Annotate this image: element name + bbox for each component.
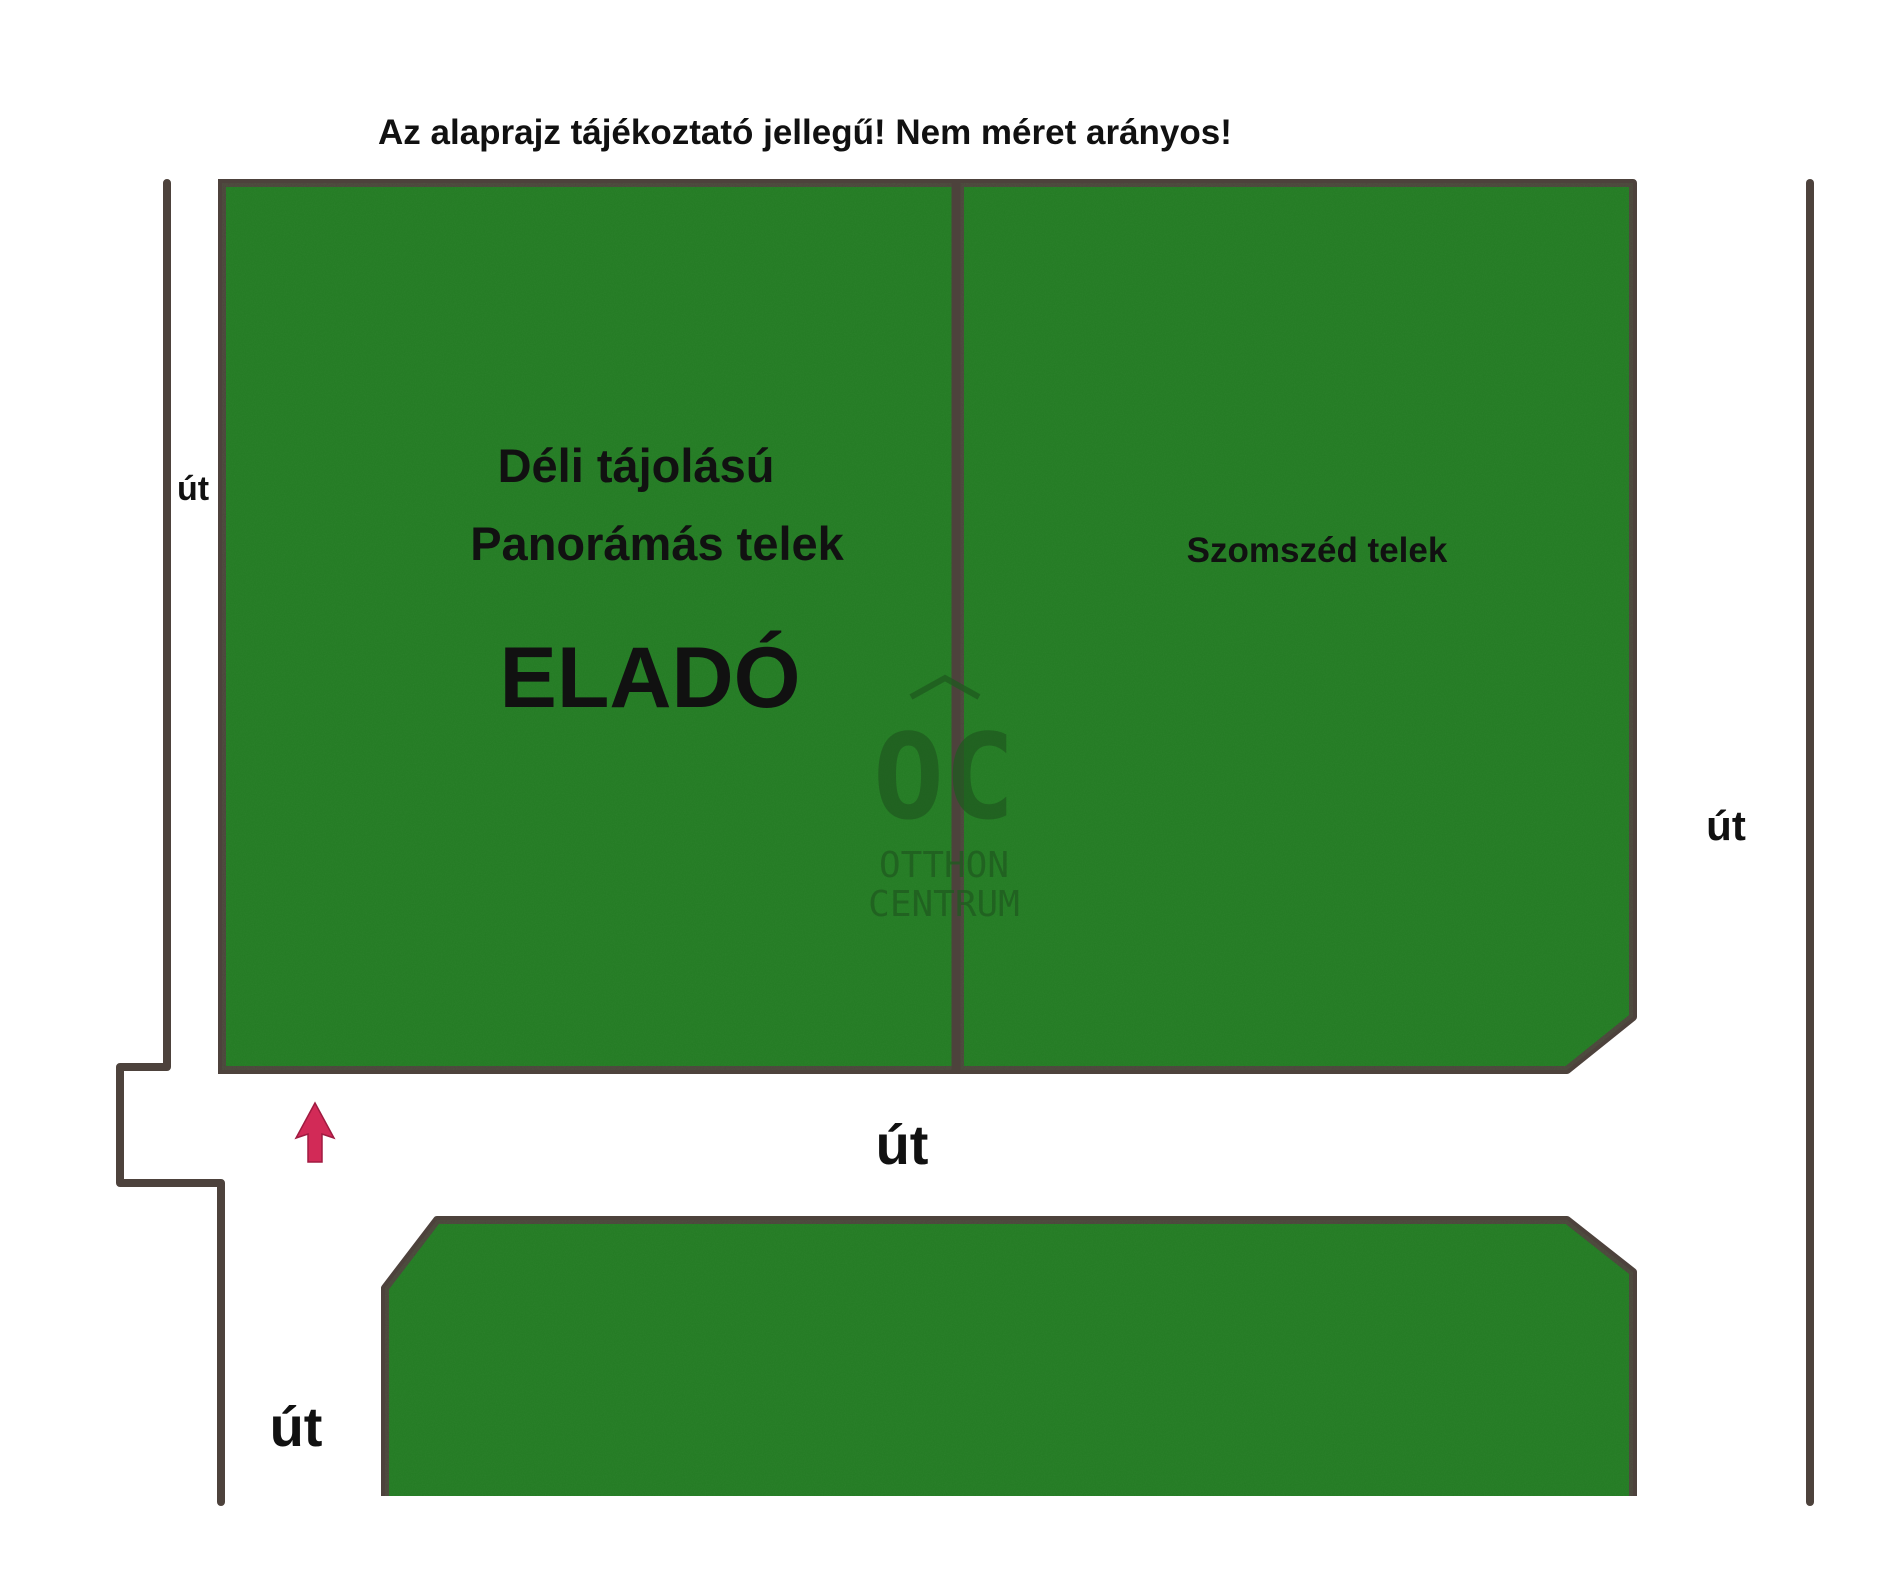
arrow-up-icon bbox=[294, 1101, 336, 1163]
plot-for-sale bbox=[218, 179, 964, 1074]
watermark-line2: CENTRUM bbox=[868, 884, 1020, 925]
lower-plot bbox=[380, 1216, 1638, 1506]
otthon-centrum-watermark: OC OTTHON CENTRUM bbox=[868, 674, 1020, 925]
road-label-right: út bbox=[1706, 802, 1746, 849]
neighbor-plot bbox=[956, 179, 1637, 1074]
road-label-left-lower: út bbox=[270, 1395, 323, 1458]
road-boundary-left bbox=[116, 179, 225, 1506]
watermark-line1: OTTHON bbox=[879, 845, 1009, 886]
road-label-left-upper: út bbox=[177, 470, 209, 508]
disclaimer-text: Az alaprajz tájékoztató jellegű! Nem mér… bbox=[378, 113, 1232, 152]
plot-orientation-label: Déli tájolású bbox=[498, 439, 775, 492]
watermark-monogram: OC bbox=[873, 708, 1015, 846]
for-sale-label: ELADÓ bbox=[500, 630, 801, 726]
neighbor-plot-label: Szomszéd telek bbox=[1187, 531, 1448, 570]
plot-panorama-label: Panorámás telek bbox=[470, 517, 844, 570]
road-label-center: út bbox=[876, 1113, 929, 1176]
roof-icon bbox=[909, 674, 981, 700]
